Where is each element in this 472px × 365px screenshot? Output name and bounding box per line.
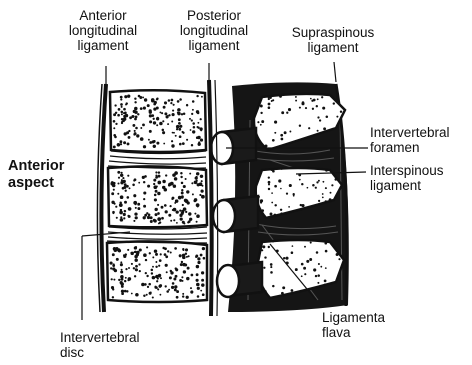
label-line: Anterior: [48, 8, 158, 23]
label-interspinous-ligament: Interspinous ligament: [370, 163, 444, 193]
label-line: Posterior: [162, 8, 266, 23]
pedicle-3: [217, 262, 262, 297]
label-line: ligament: [48, 38, 158, 53]
label-posterior-longitudinal-ligament: Posterior longitudinal ligament: [162, 8, 266, 53]
label-intervertebral-foramen: Intervertebral foramen: [370, 125, 450, 155]
label-line: Anterior: [8, 158, 64, 175]
pedicle-1: [211, 128, 256, 164]
label-line: disc: [60, 345, 140, 360]
posterior-longitudinal-ligament: [209, 80, 212, 316]
label-line: Intervertebral: [370, 125, 450, 140]
label-anterior-aspect: Anterior aspect: [8, 158, 64, 192]
label-line: longitudinal: [48, 23, 158, 38]
vertebral-body-1: [110, 90, 206, 152]
pedicle-2: [213, 196, 258, 232]
label-line: Interspinous: [370, 163, 444, 178]
anterior-longitudinal-ligament: [101, 84, 106, 312]
label-intervertebral-disc: Intervertebral disc: [60, 330, 140, 360]
label-line: ligament: [370, 178, 444, 193]
label-line: aspect: [8, 175, 64, 192]
label-line: foramen: [370, 140, 450, 155]
label-supraspinous-ligament: Supraspinous ligament: [278, 25, 388, 55]
label-line: Supraspinous: [278, 25, 388, 40]
label-line: Intervertebral: [60, 330, 140, 345]
label-ligamenta-flava: Ligamenta flava: [322, 310, 385, 340]
label-line: Ligamenta: [322, 310, 385, 325]
label-line: ligament: [278, 40, 388, 55]
label-line: longitudinal: [162, 23, 266, 38]
label-line: ligament: [162, 38, 266, 53]
label-anterior-longitudinal-ligament: Anterior longitudinal ligament: [48, 8, 158, 53]
label-line: flava: [322, 325, 385, 340]
vertebral-body-3: [107, 241, 207, 302]
vertebral-body-2: [108, 166, 207, 227]
